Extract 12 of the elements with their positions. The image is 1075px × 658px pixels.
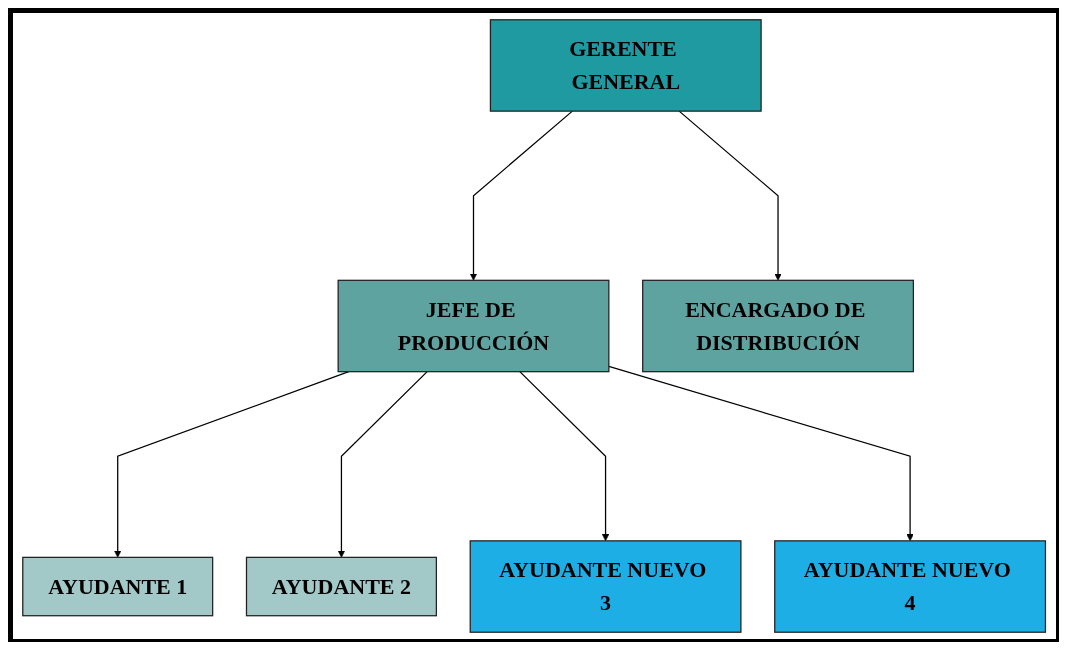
arrow — [470, 110, 574, 281]
node-box: GERENTE GENERAL — [490, 19, 763, 112]
arrow — [519, 371, 610, 542]
node-box: AYUDANTE NUEVO 4 — [774, 540, 1047, 633]
node-box: ENCARGADO DE DISTRIBUCIÓN — [642, 279, 915, 373]
node-box: JEFE DE PRODUCCIÓN — [337, 279, 610, 373]
arrow — [338, 371, 429, 558]
arrow — [114, 371, 350, 558]
arrow — [678, 110, 783, 281]
node-box: AYUDANTE 1 — [22, 556, 214, 617]
node-box: AYUDANTE 2 — [246, 556, 438, 617]
node-box: AYUDANTE NUEVO 3 — [469, 540, 742, 633]
